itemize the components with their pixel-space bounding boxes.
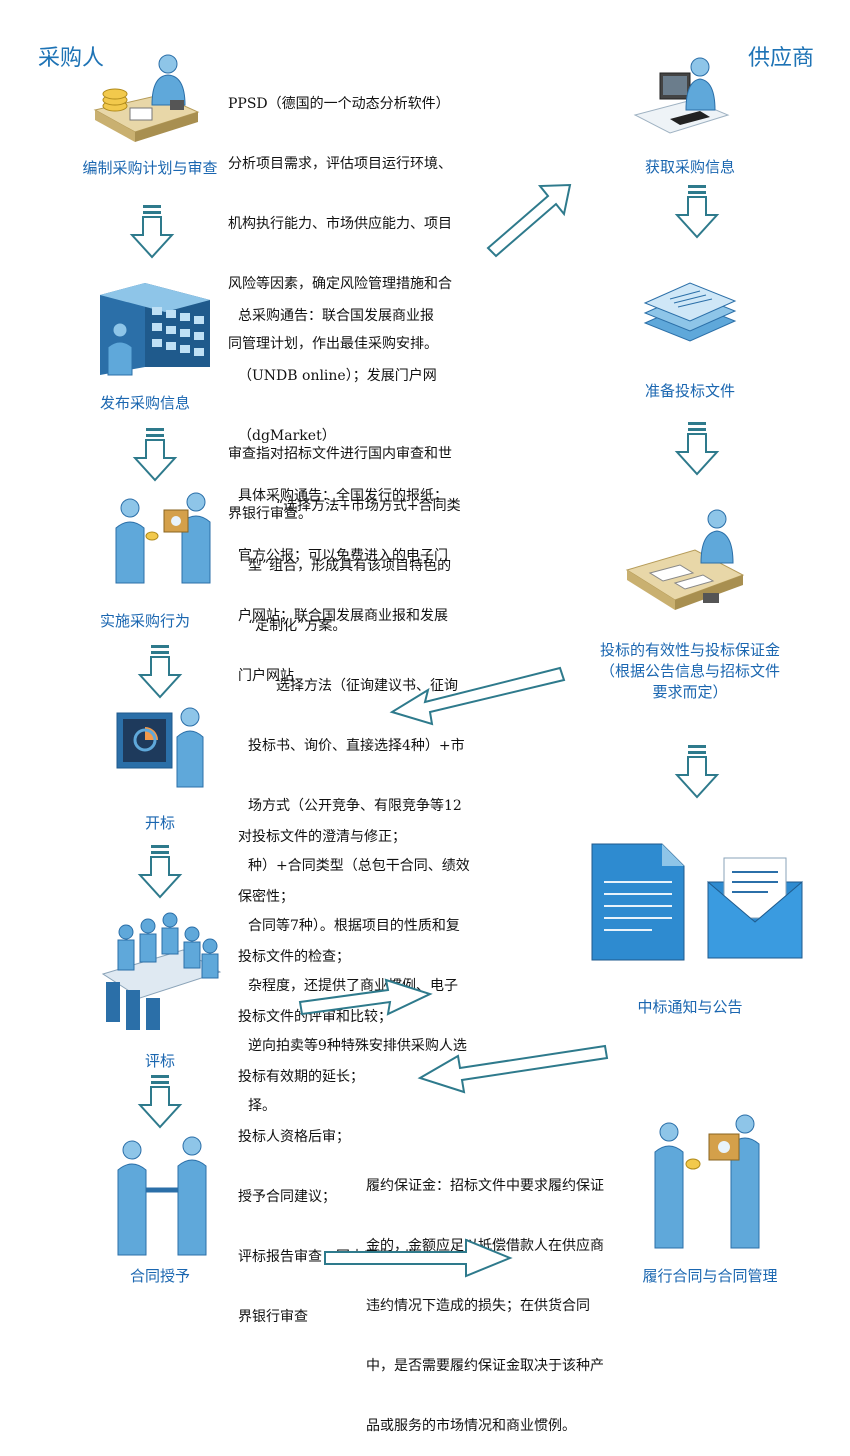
note-line: 逆向拍卖等9种特殊安排供采购人选: [248, 1038, 467, 1054]
buyer-step-implement: 实施采购行为: [99, 612, 190, 630]
note-line: 投标有效期的延长；: [238, 1069, 364, 1085]
note-line: 投标文件的评审和比较；: [238, 1009, 392, 1025]
note-publish: 总采购通告：联合国发展商业报 （UNDB online）；发展门户网 （dgMa…: [238, 266, 498, 706]
server-rack-icon: [100, 283, 210, 376]
note-line: 选择方法（征询建议书、征询: [248, 678, 458, 694]
supplier-step-award-notice: 中标通知与公告: [637, 998, 743, 1016]
note-plan: PPSD（德国的一个动态分析软件） 分析项目需求，评估项目运行环境、 机构执行能…: [228, 54, 508, 544]
note-evaluation: 对投标文件的澄清与修正； 保密性； 投标文件的检查； 投标文件的评审和比较； 投…: [238, 787, 478, 1347]
note-line: 界银行审查: [238, 1309, 308, 1325]
note-line: 官方公报；可以免费进入的电子门: [238, 548, 448, 564]
note-line: 金的，金额应足以抵偿借款人在供应商: [366, 1238, 604, 1254]
note-line: 投标人资格后审；: [238, 1129, 350, 1145]
buyer-step-plan: 编制采购计划与审查: [82, 159, 218, 177]
arrow-down-icon: [676, 184, 718, 238]
arrow-evaluation-to-notice: [298, 978, 433, 1016]
supplier-step-bid-validity: 投标的有效性与投标保证金 （根据公告信息与招标文件 要求而定）: [575, 640, 805, 703]
flow-arrows: [131, 183, 718, 1278]
buyer-column-title: 采购人: [38, 46, 105, 71]
supplier-computer-icon: [633, 57, 730, 134]
supplier-step-bid-validity-line1: 投标的有效性与投标保证金: [599, 641, 780, 659]
document-stack-icon: [643, 282, 737, 342]
arrow-bid-to-buyer: [389, 666, 566, 726]
buyer-step-opening: 开标: [144, 814, 175, 832]
note-line: 总采购通告：联合国发展商业报: [238, 308, 434, 324]
note-line: 品或服务的市场情况和商业惯例。: [366, 1418, 576, 1434]
supplier-step-bid-validity-line2: （根据公告信息与招标文件: [599, 662, 780, 680]
arrow-publish-to-supplier: [486, 183, 572, 258]
note-line: 种）+合同类型（总包干合同、绩效: [248, 858, 470, 874]
supplier-column-title: 供应商: [748, 46, 815, 71]
arrow-award-to-performance: [324, 1238, 513, 1278]
buyer-exchange-icon: [115, 492, 211, 584]
supplier-step-contract-management: 履行合同与合同管理: [642, 1267, 778, 1285]
note-line: 界银行审查。: [228, 506, 312, 522]
presentation-board-icon: [116, 707, 204, 788]
note-line: PPSD（德国的一个动态分析软件）: [228, 96, 450, 112]
note-line: （UNDB online）；发展门户网: [238, 368, 437, 384]
arrow-down-icon: [676, 421, 718, 475]
note-line: 分析项目需求，评估项目运行环境、: [228, 156, 452, 172]
note-line: 机构执行能力、市场供应能力、项目: [228, 216, 452, 232]
evaluation-meeting-icon: [101, 912, 222, 1030]
note-line: 投标书、询价、直接选择4种）+市: [248, 738, 465, 754]
note-line: 具体采购通告：全国发行的报纸；: [238, 488, 448, 504]
supplier-step-prepare-bid: 准备投标文件: [644, 382, 735, 400]
buyer-step-publish: 发布采购信息: [99, 394, 190, 412]
note-line: 型”组合，形成具有该项目特色的: [248, 558, 452, 574]
note-line: 授予合同建议；: [238, 1189, 336, 1205]
buyer-step-award: 合同授予: [129, 1267, 190, 1285]
supplier-step-bid-validity-line3: 要求而定）: [652, 683, 728, 701]
arrow-down-icon: [139, 1074, 181, 1128]
note-line: 户网站；联合国发展商业报和发展: [238, 608, 448, 624]
arrow-down-icon: [134, 427, 176, 481]
arrow-down-icon: [139, 844, 181, 898]
note-line: 履约保证金：招标文件中要求履约保证: [366, 1178, 604, 1194]
arrow-down-icon: [131, 204, 173, 258]
note-line: 中，是否需要履约保证金取决于该种产: [366, 1358, 604, 1374]
note-line: 择。: [248, 1098, 276, 1114]
note-line: 投标文件的检查；: [238, 949, 350, 965]
buyer-desk-coins-icon: [93, 54, 200, 142]
note-line: “定制化”方案。: [248, 618, 347, 634]
note-line: 门户网站: [238, 668, 294, 684]
note-line: 风险等因素，确定风险管理措施和合: [228, 276, 452, 292]
supplier-step-obtain-info: 获取采购信息: [644, 158, 735, 176]
note-line: （dgMarket）: [238, 428, 336, 444]
supplier-review-icon: [625, 509, 745, 610]
note-line: “选择方法+市场方式+合同类: [248, 498, 461, 514]
buyer-step-evaluation: 评标: [144, 1052, 175, 1070]
note-line: 同管理计划，作出最佳采购安排。: [228, 336, 438, 352]
note-line: 审查指对招标文件进行国内审查和世: [228, 446, 452, 462]
note-line: 对投标文件的澄清与修正；: [238, 829, 406, 845]
note-line: 场方式（公开竞争、有限竞争等12: [248, 798, 462, 814]
note-line: 保密性；: [238, 889, 294, 905]
award-document-envelope-icon: [591, 843, 803, 961]
arrow-down-icon: [676, 744, 718, 798]
arrow-notice-to-award: [417, 1044, 609, 1094]
arrow-down-icon: [139, 644, 181, 698]
contract-handshake-icon: [117, 1136, 207, 1256]
note-line: 违约情况下造成的损失；在供货合同: [366, 1298, 590, 1314]
note-line: 合同等7种）。根据项目的性质和复: [248, 918, 460, 934]
supplier-performance-icon: [654, 1114, 760, 1249]
